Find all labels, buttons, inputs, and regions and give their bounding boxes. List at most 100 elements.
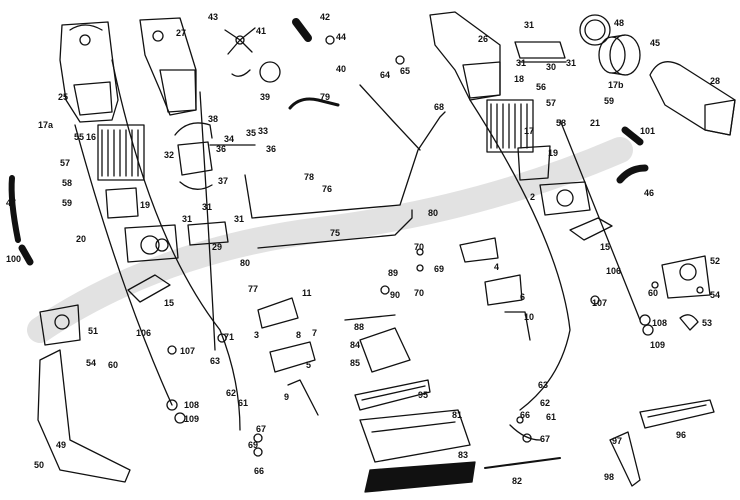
blower-box-left <box>124 224 179 263</box>
lever-5 <box>269 341 316 373</box>
lever-10 <box>504 311 531 341</box>
callout-label: 57 <box>546 98 556 108</box>
callout-label: 100 <box>6 254 21 264</box>
heater-core-16 <box>97 124 145 181</box>
duct-28 <box>649 61 736 136</box>
callout-label: 54 <box>710 290 720 300</box>
blower-box-2 <box>539 181 591 216</box>
callout-label: 3 <box>254 330 259 340</box>
callout-label: 41 <box>256 26 266 36</box>
callout-label: 60 <box>648 288 658 298</box>
callout-label: 33 <box>258 126 268 136</box>
duct-housing-27 <box>139 17 197 116</box>
callout-label: 77 <box>248 284 258 294</box>
callout-label: 20 <box>76 234 86 244</box>
pipe-75 <box>257 209 413 249</box>
callout-numbers: 25 27 43 41 42 44 40 39 79 26 64 65 31 3… <box>6 12 720 486</box>
frame-37 <box>179 181 213 190</box>
callout-label: 68 <box>434 102 444 112</box>
pipe-76 <box>244 84 446 219</box>
seal-19b <box>517 145 551 181</box>
callout-label: 109 <box>184 414 199 424</box>
callout-label: 67 <box>540 434 550 444</box>
callout-label: 7 <box>312 328 317 338</box>
pipe-101 <box>621 126 644 146</box>
callout-label: 106 <box>606 266 621 276</box>
callout-label: 45 <box>650 38 660 48</box>
callout-label: 4 <box>494 262 499 272</box>
trough-81 <box>359 409 471 463</box>
fan-41 <box>224 27 256 55</box>
lever-6 <box>484 274 523 306</box>
callout-label: 42 <box>320 12 330 22</box>
callout-label: 31 <box>234 214 244 224</box>
callout-label: 27 <box>176 28 186 38</box>
callout-label: 59 <box>604 96 614 106</box>
callout-label: 59 <box>62 198 72 208</box>
cylinder-42 <box>292 18 312 42</box>
strip-82 <box>484 457 561 469</box>
callout-label: 38 <box>208 114 218 124</box>
callout-label: 69 <box>434 264 444 274</box>
callout-label: 80 <box>240 258 250 268</box>
callout-label: 47 <box>6 198 16 208</box>
callout-label: 18 <box>514 74 524 84</box>
frame-32 <box>177 141 213 176</box>
callout-label: 80 <box>428 208 438 218</box>
seal-15b <box>569 217 613 241</box>
defroster-95 <box>354 379 431 411</box>
callout-label: 46 <box>644 188 654 198</box>
bracket-51 <box>39 304 81 346</box>
cable-left <box>74 59 241 431</box>
callout-label: 31 <box>566 58 576 68</box>
callout-label: 29 <box>212 242 222 252</box>
callout-label: 49 <box>56 440 66 450</box>
seal-19a <box>105 187 139 219</box>
callout-label: 107 <box>592 298 607 308</box>
callout-label: 25 <box>58 92 68 102</box>
callout-label: 8 <box>296 330 301 340</box>
callout-label: 44 <box>336 32 346 42</box>
callout-label: 31 <box>202 202 212 212</box>
callout-label: 70 <box>414 242 424 252</box>
callout-label: 34 <box>224 134 234 144</box>
callout-label: 31 <box>524 20 534 30</box>
callout-label: 57 <box>60 158 70 168</box>
callout-label: 39 <box>260 92 270 102</box>
callout-label: 109 <box>650 340 665 350</box>
bracket-52 <box>661 255 711 299</box>
callout-label: 79 <box>320 92 330 102</box>
callout-label: 50 <box>34 460 44 470</box>
tube-100 <box>18 244 34 266</box>
assembly-84 <box>359 327 411 373</box>
lever-3 <box>257 297 299 329</box>
callout-label: 55 <box>74 132 84 142</box>
callout-label: 11 <box>302 288 312 298</box>
callout-label: 60 <box>108 360 118 370</box>
callout-label: 83 <box>458 450 468 460</box>
vent-96 <box>639 399 715 429</box>
cable-right <box>469 99 641 441</box>
callout-label: 90 <box>390 290 400 300</box>
callout-label: 51 <box>88 326 98 336</box>
clip-53 <box>679 314 699 331</box>
callout-label: 9 <box>284 392 289 402</box>
strip-83 <box>364 461 476 493</box>
callout-label: 19 <box>548 148 558 158</box>
callout-label: 40 <box>336 64 346 74</box>
callout-label: 26 <box>478 34 488 44</box>
callout-label: 5 <box>306 360 311 370</box>
motor-39 <box>231 61 281 83</box>
callout-label: 31 <box>516 58 526 68</box>
callout-label: 84 <box>350 340 360 350</box>
callout-label: 30 <box>546 62 556 72</box>
callout-label: 62 <box>540 398 550 408</box>
callout-label: 97 <box>612 436 622 446</box>
callout-label: 67 <box>256 424 266 434</box>
callout-label: 71 <box>224 332 234 342</box>
callout-label: 2 <box>530 192 535 202</box>
watermark <box>27 137 633 343</box>
callout-label: 10 <box>524 312 534 322</box>
callout-label: 58 <box>62 178 72 188</box>
